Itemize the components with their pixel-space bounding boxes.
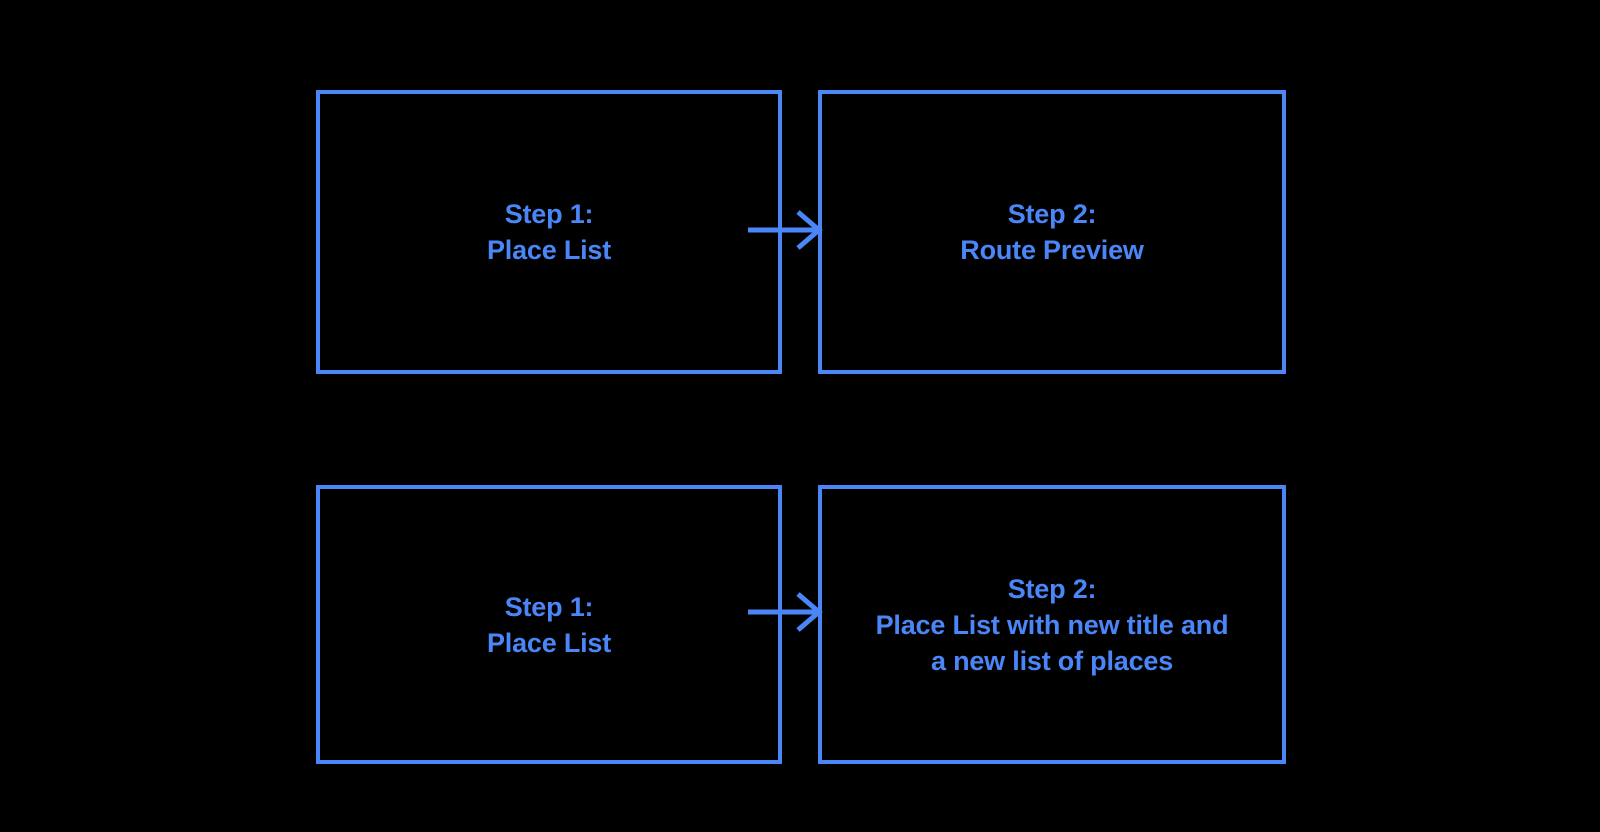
flow-node-label: Step 2: Route Preview — [960, 199, 1144, 265]
flow-node-step1-bottom[interactable]: Step 1: Place List — [316, 485, 782, 764]
flow-node-label: Step 1: Place List — [486, 199, 612, 265]
flow-node-step1-top[interactable]: Step 1: Place List — [316, 90, 782, 374]
flow-node-step2-bottom[interactable]: Step 2: Place List with new title and a … — [818, 485, 1286, 764]
flow-node-label: Step 1: Place List — [486, 591, 612, 658]
arrow-connector-bottom — [748, 592, 823, 632]
flow-node-label: Step 2: Place List with new title and a … — [875, 573, 1229, 676]
arrow-connector-top — [748, 210, 823, 250]
flow-node-step2-top[interactable]: Step 2: Route Preview — [818, 90, 1286, 374]
